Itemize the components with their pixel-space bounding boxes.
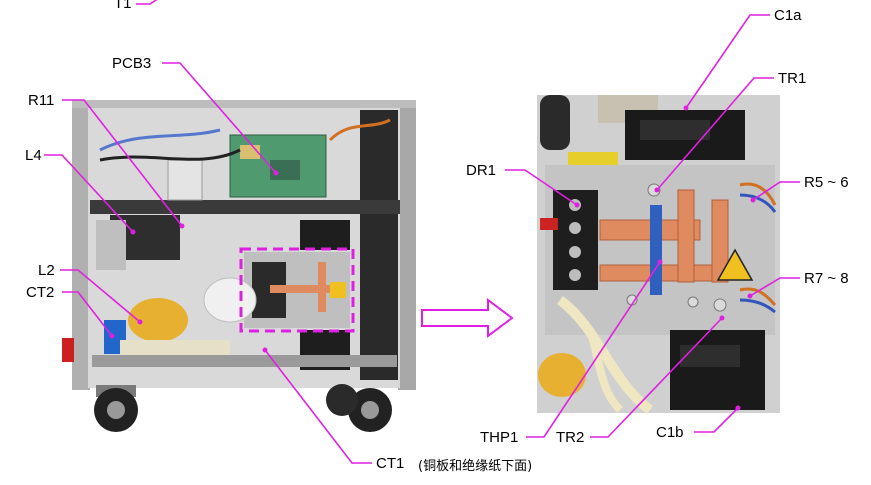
label-r11: R11 — [28, 92, 54, 109]
outline-right-arrow-icon — [421, 298, 514, 338]
leader-lines — [44, 0, 800, 464]
label-thp1: THP1 — [480, 429, 518, 446]
machine-side-view-photo — [62, 100, 416, 432]
label-ct1-note: (铜板和绝缘纸下面) — [418, 458, 532, 474]
label-l4: L4 — [25, 147, 42, 164]
label-ct1: CT1 — [376, 455, 404, 472]
label-pcb3: PCB3 — [112, 55, 151, 72]
label-r7-8: R7 ~ 8 — [804, 270, 849, 287]
label-ct2: CT2 — [26, 284, 54, 301]
label-tr2: TR2 — [556, 429, 584, 446]
callout-labels: T1 PCB3 R11 L4 L2 CT2 CT1 (铜板和绝缘纸下面) C1a… — [25, 0, 849, 474]
label-t1: T1 — [114, 0, 132, 12]
label-dr1: DR1 — [466, 162, 496, 179]
module-closeup-photo — [537, 95, 780, 414]
label-c1b: C1b — [656, 424, 684, 441]
label-tr1: TR1 — [778, 70, 806, 87]
highlight-box — [239, 247, 355, 333]
label-c1a: C1a — [774, 7, 802, 24]
label-l2: L2 — [38, 262, 55, 279]
label-r5-6: R5 ~ 6 — [804, 174, 849, 191]
